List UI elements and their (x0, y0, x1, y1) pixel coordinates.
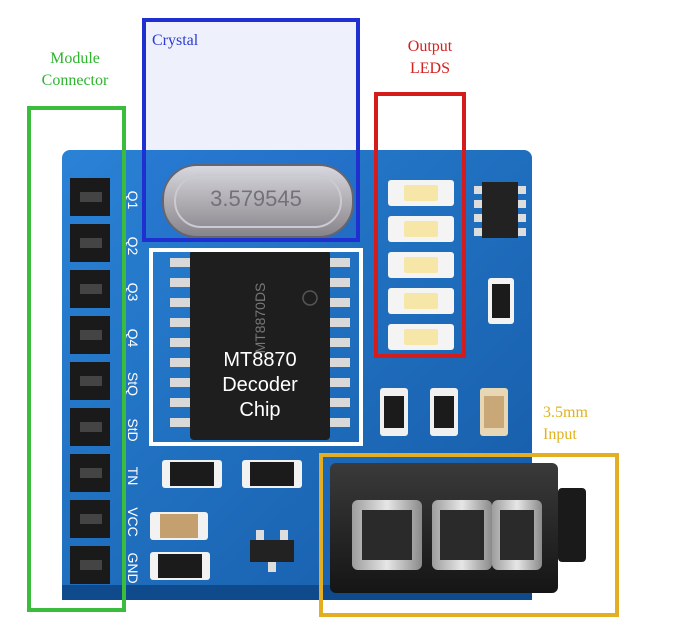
audio-input-label: 3.5mm Input (543, 404, 588, 443)
pin-label: GND (125, 552, 141, 583)
pin-label: StD (125, 418, 141, 441)
chip-marking-line1: MT8870DS (252, 283, 268, 354)
pin-label: TN (125, 467, 141, 486)
header-pins (70, 178, 110, 584)
output-leds-label: Output LEDS (407, 38, 453, 77)
resistor-row (380, 388, 508, 436)
bottom-components (150, 460, 302, 580)
decoder-chip-label: MT8870 Decoder Chip (222, 349, 298, 421)
pin-label: Q4 (125, 329, 141, 348)
resistor-array (474, 182, 526, 238)
resistor-r4 (488, 278, 514, 324)
output-leds-box (374, 92, 466, 358)
pin-label: Q2 (125, 237, 141, 256)
audio-jack (330, 463, 586, 593)
ic-chip (170, 250, 350, 440)
module-connector-box (27, 106, 126, 612)
pin-label: Q3 (125, 283, 141, 302)
pin-label: VCC (125, 507, 141, 537)
audio-input-box (319, 453, 619, 617)
pin-label: Q1 (125, 191, 141, 210)
crystal-marking: 3.579545 (210, 186, 302, 211)
led-column (388, 180, 454, 350)
module-connector-label: Module Connector (41, 50, 109, 89)
pin-label: StQ (125, 372, 141, 396)
decoder-chip-box (149, 248, 363, 446)
crystal-component (162, 164, 354, 238)
crystal-box (142, 18, 360, 242)
crystal-label: Crystal (152, 32, 199, 49)
